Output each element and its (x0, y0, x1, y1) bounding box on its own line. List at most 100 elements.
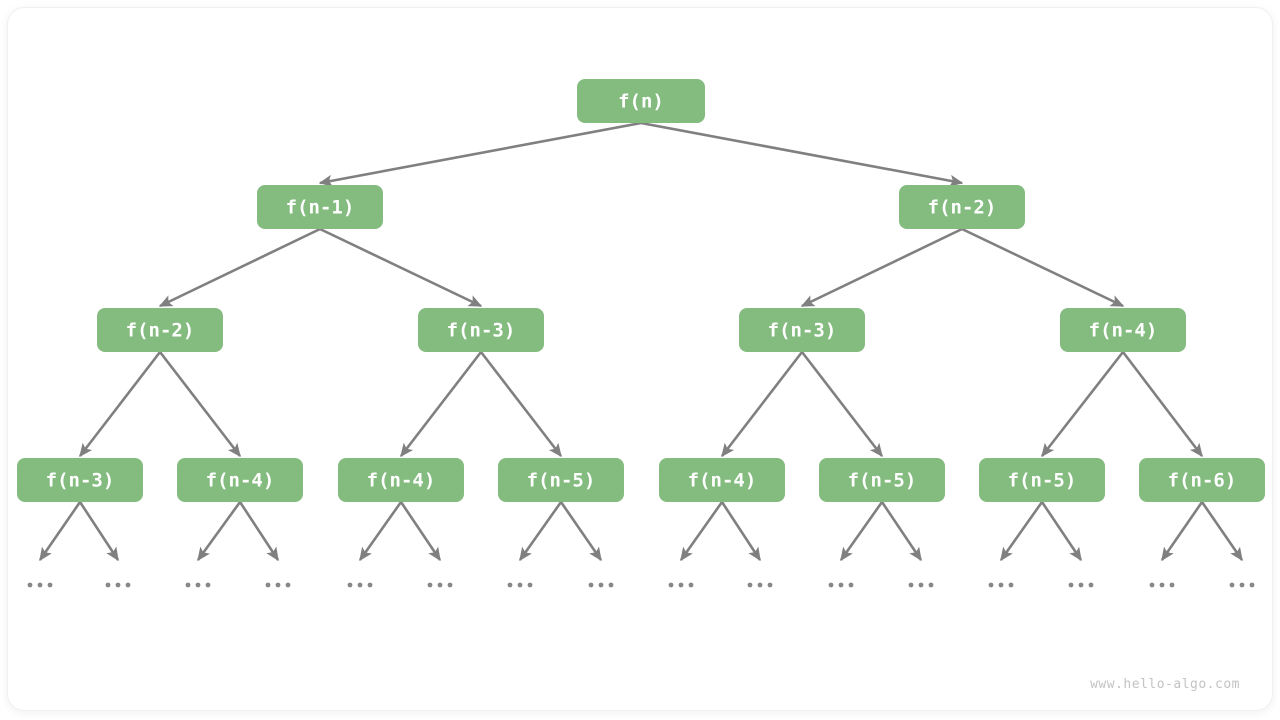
ellipsis-marker (828, 582, 854, 588)
tree-node[interactable]: f(n-3) (418, 308, 544, 352)
tree-node[interactable]: f(n-4) (338, 458, 464, 502)
ellipsis-marker (747, 582, 773, 588)
tree-node-box (1139, 458, 1265, 502)
ellipsis-dot (447, 582, 453, 588)
leaf-stub-arrow (839, 501, 884, 562)
ellipsis-dot (1249, 582, 1255, 588)
ellipsis-marker (427, 582, 453, 588)
leaf-stub-arrow (78, 501, 120, 562)
tree-node[interactable]: f(n-5) (819, 458, 945, 502)
watermark: www.hello-algo.com (1090, 677, 1240, 692)
tree-node[interactable]: f(n) (577, 79, 705, 123)
leaf-stub-arrow (679, 501, 724, 562)
tree-edge (158, 351, 242, 458)
leaf-stub-arrow (1040, 501, 1083, 562)
tree-node-box (177, 458, 303, 502)
ellipsis-dot (678, 582, 684, 588)
ellipsis-dot (828, 582, 834, 588)
ellipsis-dot (838, 582, 844, 588)
leaf-stub-arrow (999, 501, 1044, 562)
tree-node[interactable]: f(n-4) (659, 458, 785, 502)
tree-node-label: f(n-5) (527, 470, 596, 492)
ellipsis-marker (105, 582, 131, 588)
tree-edge (640, 121, 964, 187)
tree-node[interactable]: f(n-4) (177, 458, 303, 502)
ellipsis-dot (205, 582, 211, 588)
ellipsis-dot (757, 582, 763, 588)
tree-node-label: f(n-3) (447, 320, 516, 342)
tree-node-label: f(n-3) (46, 470, 115, 492)
tree-node[interactable]: f(n-5) (979, 458, 1105, 502)
ellipsis-dot (1169, 582, 1175, 588)
ellipsis-dot (608, 582, 614, 588)
ellipsis-marker (265, 582, 291, 588)
ellipsis-dot (908, 582, 914, 588)
ellipsis-dot (998, 582, 1004, 588)
tree-node-label: f(n-4) (688, 470, 757, 492)
tree-edge (318, 121, 642, 187)
tree-node[interactable]: f(n-4) (1060, 308, 1186, 352)
tree-node-label: f(n-4) (206, 470, 275, 492)
ellipsis-dot (1008, 582, 1014, 588)
tree-edge (158, 227, 321, 308)
tree-edge (800, 351, 884, 458)
ellipsis-marker (908, 582, 934, 588)
ellipsis-dot (1239, 582, 1245, 588)
ellipsis-dot (125, 582, 131, 588)
tree-edge (800, 227, 963, 308)
ellipsis-marker (1068, 582, 1094, 588)
tree-node[interactable]: f(n-1) (257, 185, 383, 229)
ellipsis-dot (367, 582, 373, 588)
ellipsis-dot (848, 582, 854, 588)
leaf-stub-arrow (238, 501, 280, 562)
leaf-stub-arrow (1160, 501, 1204, 562)
tree-node[interactable]: f(n-3) (739, 308, 865, 352)
ellipsis-marker (347, 582, 373, 588)
ellipsis-dot (988, 582, 994, 588)
ellipsis-dot (588, 582, 594, 588)
nodes-layer: f(n) f(n-1) f(n-2) f(n-2) f(n-3) f(n-3) f(n-4)… (17, 79, 1265, 502)
ellipsis-dot (598, 582, 604, 588)
edges-layer (78, 121, 1204, 458)
ellipsis-marker (988, 582, 1014, 588)
leaf-stub-arrow (196, 501, 242, 562)
ellipsis-dot (1078, 582, 1084, 588)
ellipsis-marker (668, 582, 694, 588)
tree-node[interactable]: f(n-2) (899, 185, 1025, 229)
ellipsis-dot (747, 582, 753, 588)
ellipsis-dot (918, 582, 924, 588)
ellipsis-dot (105, 582, 111, 588)
tree-edge (319, 227, 483, 308)
ellipsis-dot (668, 582, 674, 588)
leaf-stub-arrow (880, 501, 923, 562)
tree-node-label: f(n-5) (848, 470, 917, 492)
tree-node[interactable]: f(n-5) (498, 458, 624, 502)
ellipsis-dot (275, 582, 281, 588)
ellipsis-dot (517, 582, 523, 588)
ellipsis-dot (928, 582, 934, 588)
tree-node[interactable]: f(n-6) (1139, 458, 1265, 502)
ellipsis-dot (1149, 582, 1155, 588)
tree-node-label: f(n-4) (367, 470, 436, 492)
tree-edge (961, 227, 1125, 308)
tree-node-box (659, 458, 785, 502)
tree-node-label: f(n-4) (1089, 320, 1158, 342)
tree-node-label: f(n-3) (768, 320, 837, 342)
ellipsis-dot (1229, 582, 1235, 588)
ellipsis-dot (115, 582, 121, 588)
tree-edge (1121, 351, 1204, 458)
tree-node[interactable]: f(n-3) (17, 458, 143, 502)
tree-node-box (257, 185, 383, 229)
ellipsis-dot (265, 582, 271, 588)
tree-node-label: f(n-5) (1008, 470, 1077, 492)
tree-node-box (899, 185, 1025, 229)
tree-node-box (1060, 308, 1186, 352)
tree-edge (1040, 351, 1125, 458)
ellipsis-dot (1159, 582, 1165, 588)
ellipsis-dot (427, 582, 433, 588)
ellipsis-dot (27, 582, 33, 588)
tree-node[interactable]: f(n-2) (97, 308, 223, 352)
ellipsis-dot (1068, 582, 1074, 588)
